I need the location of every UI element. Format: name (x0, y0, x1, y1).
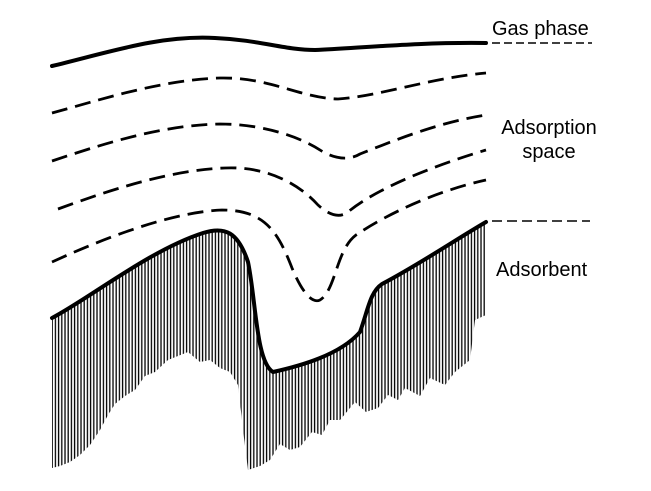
gas-phase-label: Gas phase (492, 18, 589, 40)
adsorption-space-label-line1: Adsorption (501, 117, 597, 139)
equipotential-line-4 (51, 178, 487, 303)
adsorbent-surface-line (50, 220, 488, 375)
equipotential-line-3 (57, 148, 487, 217)
equipotential-line-2 (51, 113, 487, 163)
gas-phase-boundary-line (50, 35, 488, 68)
adsorbent-solid (52, 222, 486, 470)
adsorption-space-label-line2: space (522, 141, 576, 163)
equipotential-line-1 (51, 71, 487, 115)
adsorption-space-label: Adsorption space (494, 116, 604, 164)
adsorbent-label: Adsorbent (496, 259, 588, 281)
